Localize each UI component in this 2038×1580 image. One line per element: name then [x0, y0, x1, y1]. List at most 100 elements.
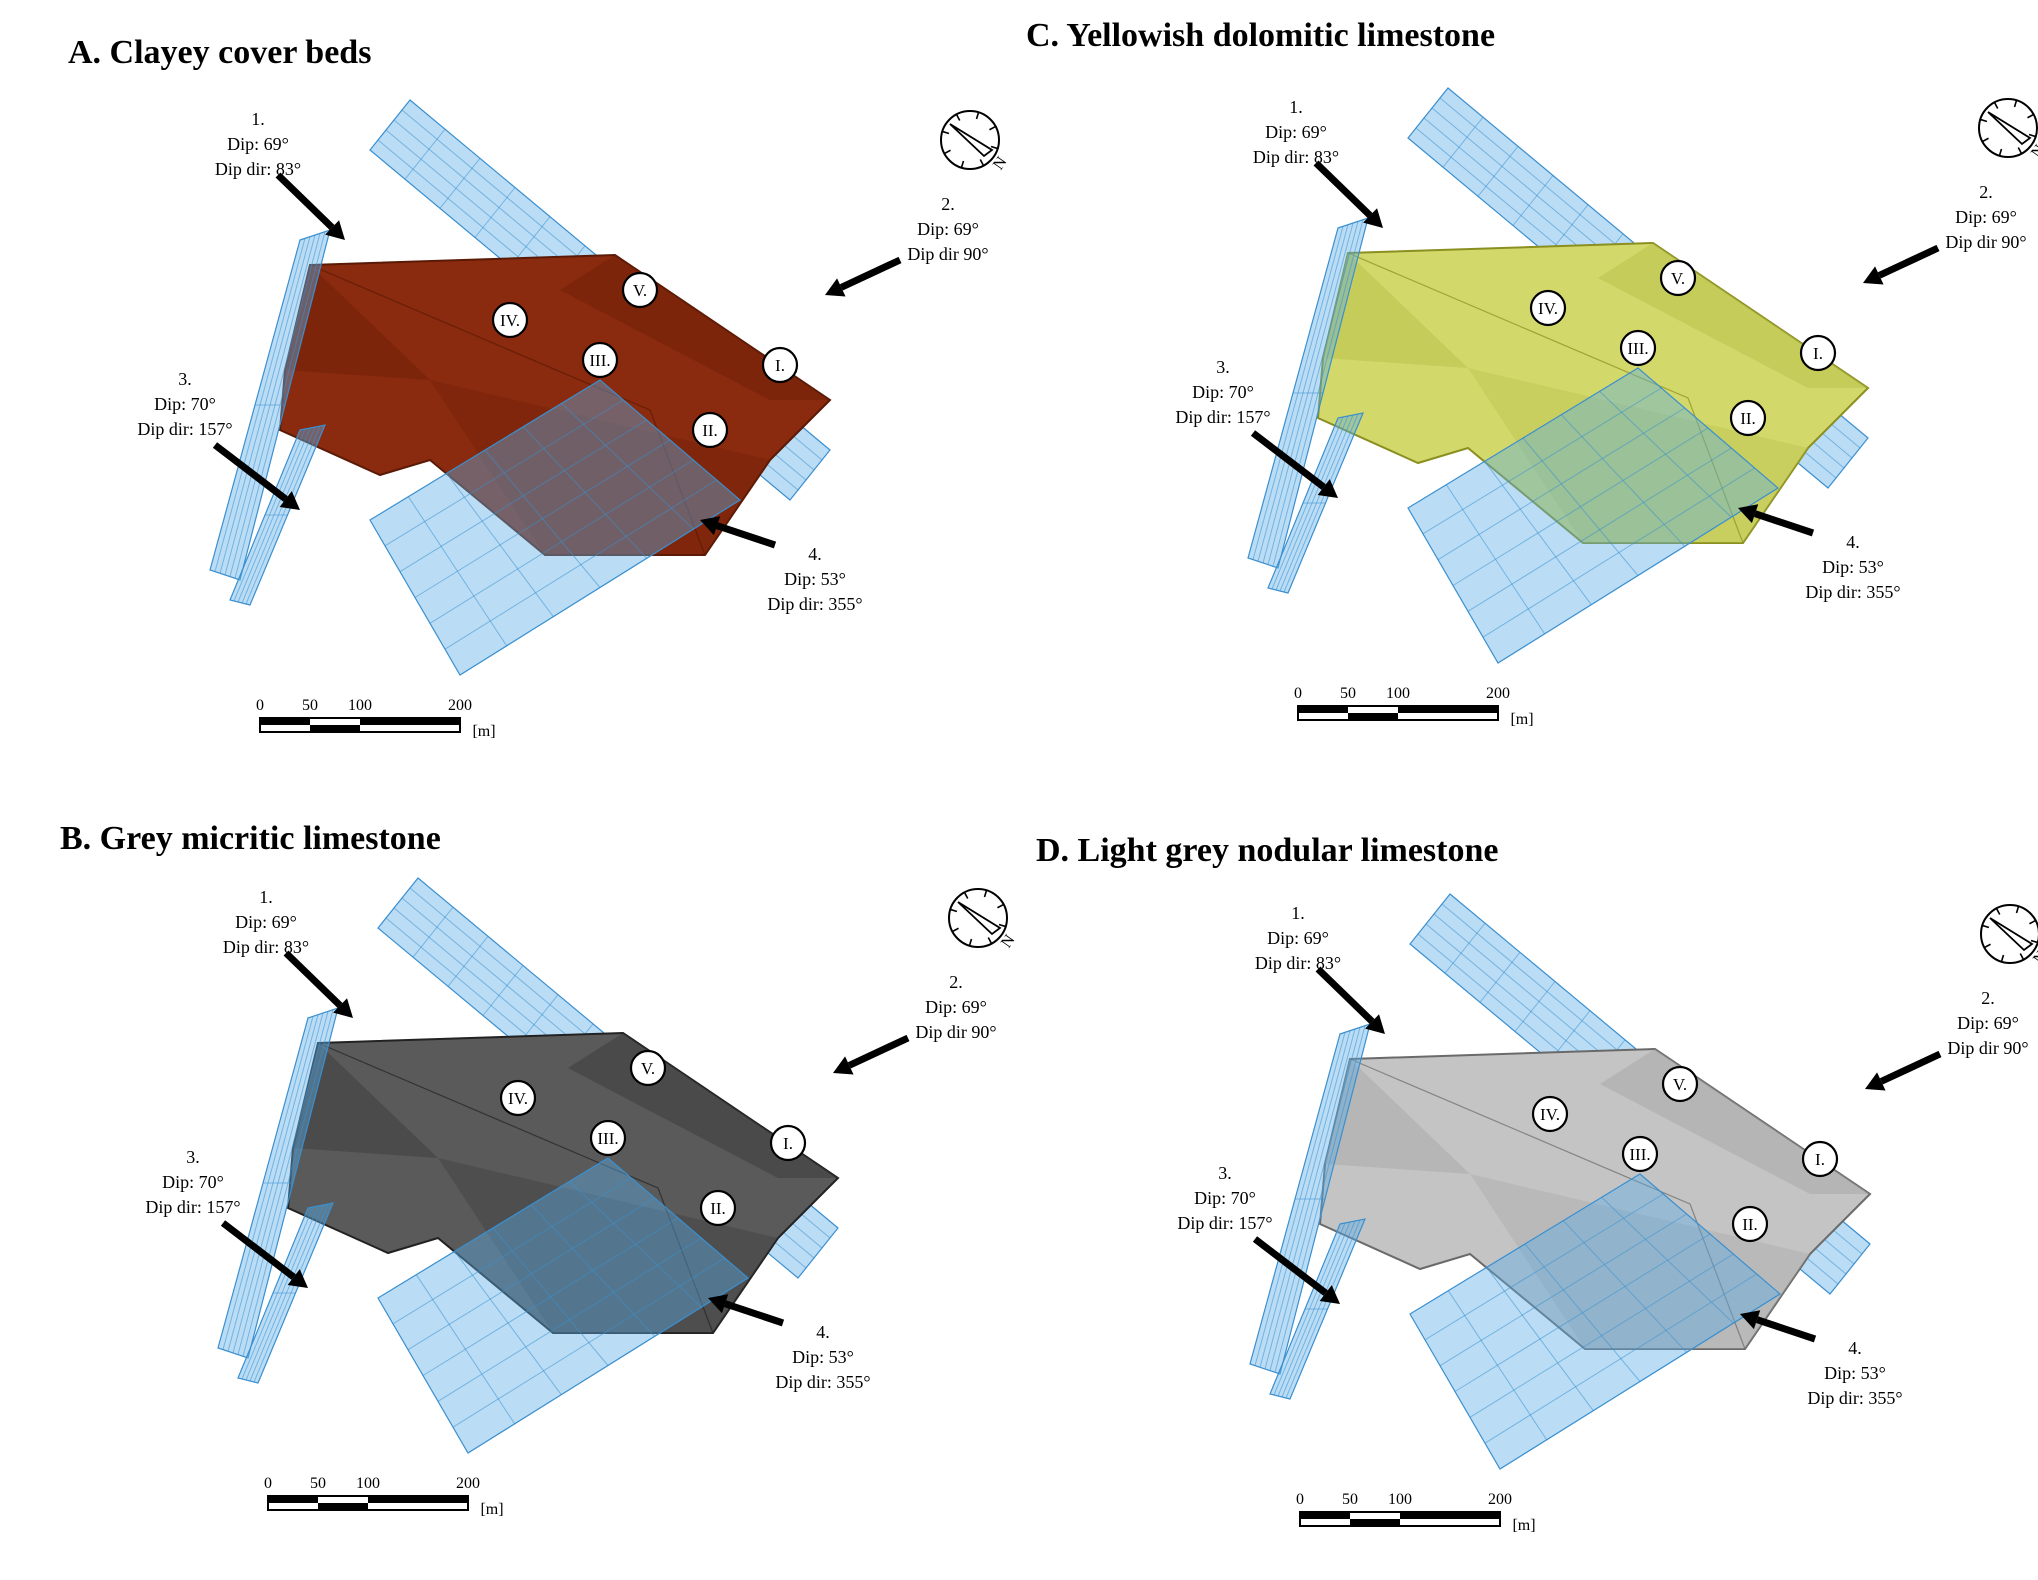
- plane-4-grid: [392, 1177, 632, 1325]
- scale-tick-label: 200: [1488, 1491, 1512, 1508]
- block-label-circle: [1619, 329, 1657, 367]
- plane-1-arrow: [275, 172, 345, 240]
- compass-north-label: N: [2028, 141, 2038, 161]
- plane-1-arrow-shaft: [1315, 966, 1375, 1024]
- plane-label-1: 1.Dip: 69°Dip dir: 83°: [1255, 903, 1341, 973]
- plane-label-3: 3.Dip: 70°Dip dir: 157°: [137, 369, 232, 439]
- block-label: III.: [1621, 1135, 1659, 1173]
- block-label: IV.: [1529, 289, 1567, 327]
- plane-1-arrow: [1315, 966, 1385, 1034]
- compass-needle: [1987, 111, 2032, 146]
- scale-tick-label: 0: [256, 697, 264, 714]
- plane-4-arrow-head: [1738, 504, 1759, 524]
- plane-dip: Dip: 69°: [1957, 1013, 2019, 1033]
- block-label-text: I.: [783, 1134, 793, 1153]
- compass-needle: [1989, 917, 2034, 952]
- plane-dip-direction: Dip dir 90°: [1947, 1038, 2028, 1058]
- compass-tick: [968, 938, 973, 946]
- plane-label-2: 2.Dip: 69°Dip dir 90°: [1947, 988, 2028, 1058]
- scale-unit: [m]: [472, 723, 495, 740]
- plane-number: 1.: [1289, 97, 1303, 117]
- plane-3-arrow: [1252, 1236, 1340, 1304]
- plane-2-grid: [1479, 952, 1521, 1003]
- plane-4-grid: [1467, 447, 1732, 612]
- plane-4-arrow-shaft: [1753, 510, 1815, 537]
- block-label: I.: [769, 1124, 807, 1162]
- plane-number: 4.: [1846, 532, 1860, 552]
- plane-label-4: 4.Dip: 53°Dip dir: 355°: [767, 544, 862, 614]
- plane-2-arrow-shaft: [839, 256, 902, 291]
- panel-c: I.II.III.IV.V.1.Dip: 69°Dip dir: 83°2.Di…: [1175, 87, 2038, 728]
- plane-4: [377, 1157, 750, 1454]
- block-label-circle: [581, 341, 619, 379]
- plane-3: [237, 1202, 334, 1384]
- plane-4-arrow: [700, 516, 777, 549]
- scale-segment: [1400, 1512, 1500, 1519]
- plane-4-grid: [384, 399, 624, 547]
- plane-dip-direction: Dip dir: 355°: [775, 1372, 870, 1392]
- panel-title-d: D. Light grey nodular limestone: [1036, 832, 1499, 869]
- compass-icon: N: [948, 888, 1019, 951]
- plane-3: [229, 424, 326, 606]
- compass-tick: [2000, 954, 2005, 962]
- plane-dip-direction: Dip dir: 157°: [137, 419, 232, 439]
- plane-label-4: 4.Dip: 53°Dip dir: 355°: [1807, 1338, 1902, 1408]
- scale-segment: [360, 718, 460, 725]
- plane-2-arrow: [825, 256, 902, 297]
- plane-dip-direction: Dip dir: 157°: [145, 1197, 240, 1217]
- plane-1: [1247, 217, 1369, 569]
- block-label-circle: [1529, 289, 1567, 327]
- compass-tick: [2030, 939, 2038, 944]
- block-label: III.: [1619, 329, 1657, 367]
- scale-tick-label: 50: [310, 1475, 326, 1492]
- block-label: V.: [1661, 1065, 1699, 1103]
- plane-1-arrow: [1313, 160, 1383, 228]
- compass-tick: [997, 903, 1005, 909]
- compass-tick: [943, 149, 951, 155]
- block-label: I.: [761, 346, 799, 384]
- block-label-circle: [691, 411, 729, 449]
- block-label: I.: [1801, 1140, 1839, 1178]
- block-label: II.: [691, 411, 729, 449]
- plane-2-grid: [1444, 922, 1486, 974]
- plane-3-arrow-shaft: [1250, 430, 1326, 490]
- plane-dip-direction: Dip dir: 157°: [1175, 407, 1270, 427]
- plane-dip: Dip: 53°: [1822, 557, 1884, 577]
- compass-tick: [1993, 101, 1999, 109]
- block-label-text: III.: [597, 1129, 618, 1148]
- compass-tick: [1981, 137, 1989, 143]
- plane-dip-direction: Dip dir 90°: [907, 244, 988, 264]
- plane-4-arrow-head: [700, 516, 721, 536]
- plane-2-arrow: [1863, 244, 1940, 285]
- plane-2-grid: [474, 187, 516, 238]
- plane-dip: Dip: 53°: [792, 1347, 854, 1367]
- block-label-text: V.: [633, 281, 647, 300]
- compass-tick: [963, 891, 969, 899]
- plane-4-grid: [422, 1217, 679, 1376]
- plane-number: 2.: [1979, 182, 1993, 202]
- plane-dip-direction: Dip dir: 83°: [223, 937, 309, 957]
- block-facet: [1468, 368, 1808, 543]
- scale-unit: [m]: [480, 1501, 503, 1518]
- compass-tick: [989, 125, 997, 131]
- plane-1-arrow-head: [325, 220, 345, 240]
- block-label-circle: [769, 1124, 807, 1162]
- block-label-circle: [1659, 259, 1697, 297]
- plane-2-arrow-shaft: [1877, 244, 1940, 279]
- plane-dip-direction: Dip dir 90°: [915, 1022, 996, 1042]
- plane-dip: Dip: 69°: [917, 219, 979, 239]
- plane-label-1: 1.Dip: 69°Dip dir: 83°: [215, 109, 301, 179]
- compass-tick: [1982, 924, 1990, 929]
- plane-4-grid: [414, 439, 671, 598]
- plane-dip-direction: Dip dir: 83°: [1255, 953, 1341, 973]
- scale-tick-label: 100: [1386, 685, 1410, 702]
- compass-tick: [983, 890, 988, 898]
- plane-number: 1.: [259, 887, 273, 907]
- scale-segment: [1398, 706, 1498, 713]
- plane-dip: Dip: 53°: [1824, 1363, 1886, 1383]
- scale-tick-label: 100: [356, 1475, 380, 1492]
- plane-dip: Dip: 69°: [1265, 122, 1327, 142]
- panel-title-c: C. Yellowish dolomitic limestone: [1026, 17, 1496, 54]
